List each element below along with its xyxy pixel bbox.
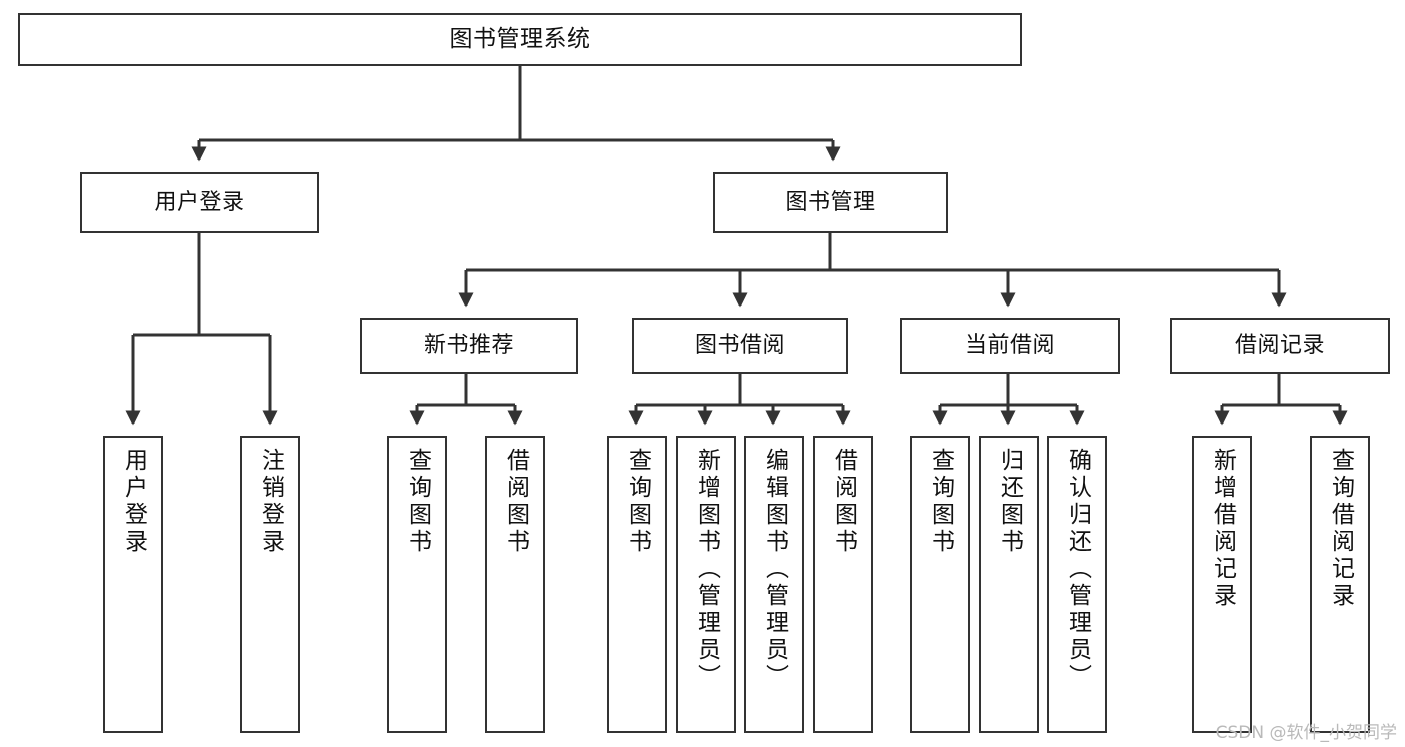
node-label: 查询借阅记录 — [1327, 448, 1354, 610]
node-label: 编辑图书（管理员） — [761, 448, 788, 691]
leaf-borrow-book[interactable]: 借阅图书 — [813, 436, 873, 733]
node-label: 查询图书 — [404, 448, 431, 556]
node-book-borrow[interactable]: 图书借阅 — [632, 318, 848, 374]
leaf-edit-book-admin[interactable]: 编辑图书（管理员） — [744, 436, 804, 733]
node-label: 借阅图书 — [830, 448, 857, 556]
leaf-query-book-current[interactable]: 查询图书 — [910, 436, 970, 733]
node-label: 查询图书 — [927, 448, 954, 556]
node-borrow-record[interactable]: 借阅记录 — [1170, 318, 1390, 374]
leaf-confirm-return-admin[interactable]: 确认归还（管理员） — [1047, 436, 1107, 733]
leaf-add-borrow-record[interactable]: 新增借阅记录 — [1192, 436, 1252, 733]
node-user-login[interactable]: 用户登录 — [80, 172, 319, 233]
node-root-book-management-system[interactable]: 图书管理系统 — [18, 13, 1022, 66]
leaf-query-book-newbook[interactable]: 查询图书 — [387, 436, 447, 733]
leaf-user-login[interactable]: 用户登录 — [103, 436, 163, 733]
node-label: 用户登录 — [154, 189, 245, 215]
node-book-management[interactable]: 图书管理 — [713, 172, 948, 233]
node-label: 查询图书 — [624, 448, 651, 556]
leaf-logout[interactable]: 注销登录 — [240, 436, 300, 733]
watermark-text: CSDN @软件_小贺同学 — [1215, 723, 1397, 743]
node-label: 归还图书 — [996, 448, 1023, 556]
node-label: 新增借阅记录 — [1209, 448, 1236, 610]
leaf-query-borrow-record[interactable]: 查询借阅记录 — [1310, 436, 1370, 733]
node-label: 图书借阅 — [694, 333, 785, 359]
node-label: 借阅图书 — [502, 448, 529, 556]
node-label: 图书管理 — [785, 189, 876, 215]
leaf-query-book-borrow[interactable]: 查询图书 — [607, 436, 667, 733]
leaf-borrow-book-newbook[interactable]: 借阅图书 — [485, 436, 545, 733]
node-label: 用户登录 — [120, 448, 147, 556]
node-label: 当前借阅 — [964, 333, 1055, 359]
node-label: 确认归还（管理员） — [1064, 448, 1091, 691]
node-label: 借阅记录 — [1234, 333, 1325, 359]
node-current-borrow[interactable]: 当前借阅 — [900, 318, 1120, 374]
leaf-return-book[interactable]: 归还图书 — [979, 436, 1039, 733]
node-label: 新书推荐 — [423, 333, 514, 359]
node-label: 新增图书（管理员） — [693, 448, 720, 691]
node-label: 注销登录 — [257, 448, 284, 556]
node-label: 图书管理系统 — [449, 26, 591, 53]
leaf-add-book-admin[interactable]: 新增图书（管理员） — [676, 436, 736, 733]
node-new-book-recommend[interactable]: 新书推荐 — [360, 318, 578, 374]
